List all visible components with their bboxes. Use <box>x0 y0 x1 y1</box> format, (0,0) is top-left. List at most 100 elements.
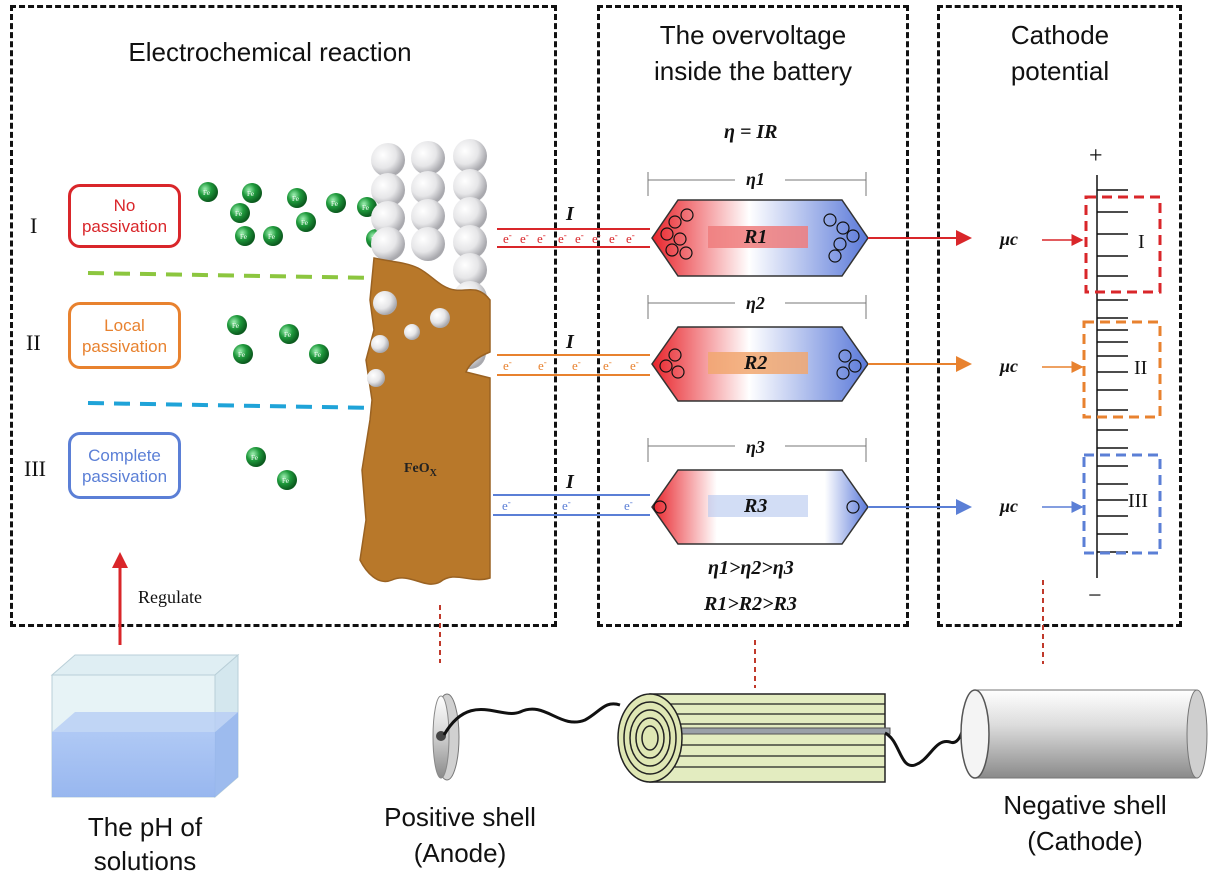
svg-text:e-: e- <box>572 357 581 373</box>
electron-flow-3: I e- e- e- <box>493 471 650 516</box>
svg-text:Fe: Fe <box>251 454 258 462</box>
svg-text:Fe: Fe <box>362 204 369 212</box>
cell-2: η2 R2 <box>647 292 972 402</box>
svg-text:Fe: Fe <box>331 200 338 208</box>
svg-text:e-: e- <box>520 230 529 246</box>
fe-ion: Fe <box>198 182 218 202</box>
panel-cathode-potential <box>937 5 1182 627</box>
panel-electrochemical-reaction <box>10 5 557 627</box>
anode-label-line1: Positive shell <box>384 802 536 832</box>
electron-flow-1: I e- e- e- e- e- e- e- e- <box>497 203 650 248</box>
scale-minus: − <box>1088 583 1102 609</box>
potential-roman-2: II <box>1134 357 1147 379</box>
svg-text:e-: e- <box>537 230 546 246</box>
state-roman-1: I <box>30 213 37 238</box>
svg-text:e-: e- <box>624 497 633 513</box>
separator-cyan <box>87 401 379 410</box>
relation-r: R1>R2>R3 <box>703 593 797 615</box>
fe-ion: Fe <box>233 344 253 364</box>
state-label-line1: Local <box>104 315 145 335</box>
cathode-title-line1: Cathode <box>1010 20 1110 50</box>
svg-text:Fe: Fe <box>235 210 242 218</box>
svg-text:Fe: Fe <box>247 190 254 198</box>
anode-wire <box>442 702 621 736</box>
svg-text:I: I <box>565 203 575 225</box>
jelly-roll <box>617 693 891 783</box>
cathode-label-line1: Negative shell <box>1003 790 1167 820</box>
svg-text:η3: η3 <box>746 437 765 457</box>
fe-ion: Fe <box>326 193 346 213</box>
formula-eta-ir: η = IR <box>724 121 778 143</box>
mu-c-2: μc <box>999 356 1018 376</box>
cell-3: η3 R3 <box>647 436 972 545</box>
state-label-line2: passivation <box>81 466 168 486</box>
potential-roman-1: I <box>1138 231 1145 253</box>
overvoltage-title-line1: The overvoltage <box>659 20 847 50</box>
svg-text:Fe: Fe <box>240 233 247 241</box>
feox-layer <box>359 257 491 585</box>
positive-shell-disc <box>432 693 460 781</box>
svg-text:e-: e- <box>609 230 618 246</box>
svg-text:Fe: Fe <box>282 477 289 485</box>
state-roman-3: III <box>24 456 46 481</box>
fe-ion: Fe <box>309 344 329 364</box>
svg-text:Fe: Fe <box>301 219 308 227</box>
state-roman-2: II <box>26 330 41 355</box>
regulate-label: Regulate <box>138 587 202 607</box>
svg-text:η2: η2 <box>746 293 765 313</box>
svg-text:e-: e- <box>503 357 512 373</box>
electron-flow-2: I e- e- e- e- e- <box>497 331 650 376</box>
ph-label-line2: solutions <box>93 846 197 876</box>
cathode-label-line2: (Cathode) <box>1027 826 1143 856</box>
panel-overvoltage <box>597 5 909 627</box>
svg-text:e-: e- <box>502 497 511 513</box>
svg-text:Fe: Fe <box>284 331 291 339</box>
state-label-line2: passivation <box>81 217 168 236</box>
scale-plus: + <box>1089 143 1103 169</box>
potential-scale <box>1096 175 1128 578</box>
relation-eta: η1>η2>η3 <box>708 557 794 579</box>
svg-text:R1: R1 <box>743 226 767 248</box>
svg-text:η1: η1 <box>746 169 765 189</box>
reaction-title: Electrochemical reaction <box>128 37 412 67</box>
svg-text:Fe: Fe <box>238 351 245 359</box>
svg-text:e-: e- <box>603 357 612 373</box>
fe-ion: Fe <box>287 188 307 208</box>
potential-box-3 <box>1082 453 1162 555</box>
potential-roman-3: III <box>1128 490 1148 512</box>
mu-c-1: μc <box>999 229 1018 249</box>
fe-ion: Fe <box>227 315 247 335</box>
potential-box-2 <box>1082 320 1162 419</box>
cathode-wire <box>884 699 970 767</box>
fe-ion: Fe <box>246 447 266 467</box>
svg-text:e-: e- <box>626 230 635 246</box>
fe-ion: Fe <box>277 470 297 490</box>
svg-text:Fe: Fe <box>292 195 299 203</box>
svg-text:Fe: Fe <box>268 233 275 241</box>
cathode-title-line2: potential <box>1010 56 1110 86</box>
anode-label-line2: (Anode) <box>413 838 507 868</box>
feox-label: FeOX <box>404 461 438 479</box>
svg-text:e-: e- <box>503 230 512 246</box>
negative-shell-cylinder <box>960 689 1208 779</box>
fe-ion: Fe <box>242 183 262 203</box>
cell-1: η1 R1 <box>647 168 972 277</box>
state-label-line2: passivation <box>81 336 168 356</box>
overvoltage-title-line2: inside the battery <box>653 56 852 86</box>
svg-text:Fe: Fe <box>314 351 321 359</box>
state-label-line1: No <box>113 196 136 215</box>
svg-text:R3: R3 <box>743 495 767 517</box>
fe-ion: Fe <box>279 324 299 344</box>
fe-ion: Fe <box>263 226 283 246</box>
ph-solution-container <box>50 653 240 799</box>
svg-text:Fe: Fe <box>203 189 210 197</box>
state-box-no-passivation: No passivation <box>68 184 181 248</box>
svg-text:e-: e- <box>538 357 547 373</box>
fe-ions: Fe Fe Fe Fe Fe Fe Fe Fe Fe Fe Fe Fe Fe F… <box>198 182 386 490</box>
fe-ion: Fe <box>357 197 377 217</box>
svg-text:Fe: Fe <box>232 322 239 330</box>
fe-ion: Fe <box>235 226 255 246</box>
